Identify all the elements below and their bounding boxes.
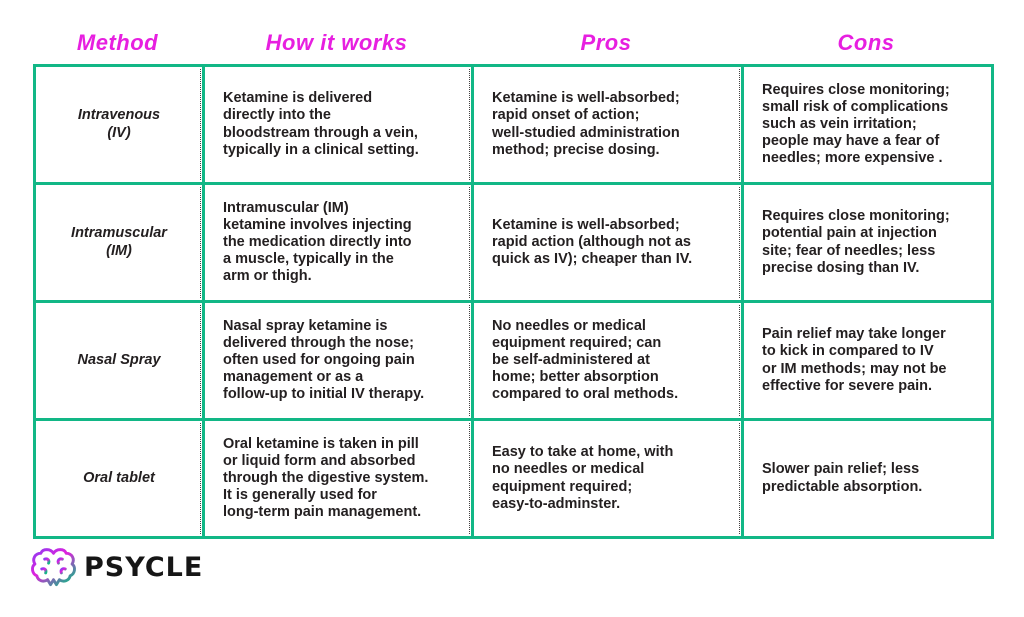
method-cell-im: Intramuscular (IM) xyxy=(33,182,205,303)
pros-cell-nasal: No needles or medical equipment required… xyxy=(471,300,744,421)
method-cell-oral: Oral tablet xyxy=(33,418,205,539)
table-row-nasal-spray: Nasal Spray Nasal spray ketamine is deli… xyxy=(33,300,994,421)
column-header-pros: Pros xyxy=(580,30,632,55)
how-cell-nasal: Nasal spray ketamine is delivered throug… xyxy=(202,300,474,421)
column-header-cons: Cons xyxy=(837,30,895,55)
table-row-iv: Intravenous (IV) Ketamine is delivered d… xyxy=(33,64,994,185)
pros-cell-iv: Ketamine is well-absorbed; rapid onset o… xyxy=(471,64,744,185)
column-header-method: Method xyxy=(76,30,159,55)
method-cell-iv: Intravenous (IV) xyxy=(33,64,205,185)
cons-cell-nasal: Pain relief may take longer to kick in c… xyxy=(741,300,994,421)
cons-cell-im: Requires close monitoring; potential pai… xyxy=(741,182,994,303)
how-cell-im: Intramuscular (IM) ketamine involves inj… xyxy=(202,182,474,303)
psycle-logo: PSYCLE xyxy=(30,545,203,589)
table-row-im: Intramuscular (IM) Intramuscular (IM) ke… xyxy=(33,182,994,303)
brain-icon xyxy=(30,545,77,589)
brand-name: PSYCLE xyxy=(84,551,204,583)
comparison-table: Intravenous (IV) Ketamine is delivered d… xyxy=(33,64,994,539)
cons-cell-iv: Requires close monitoring; small risk of… xyxy=(741,64,994,185)
method-cell-nasal: Nasal Spray xyxy=(33,300,205,421)
column-headers: Method How it works Pros Cons xyxy=(33,24,991,62)
column-header-how-it-works: How it works xyxy=(265,30,408,55)
how-cell-iv: Ketamine is delivered directly into the … xyxy=(202,64,474,185)
pros-cell-oral: Easy to take at home, with no needles or… xyxy=(471,418,744,539)
pros-cell-im: Ketamine is well-absorbed; rapid action … xyxy=(471,182,744,303)
how-cell-oral: Oral ketamine is taken in pill or liquid… xyxy=(202,418,474,539)
cons-cell-oral: Slower pain relief; less predictable abs… xyxy=(741,418,994,539)
table-row-oral-tablet: Oral tablet Oral ketamine is taken in pi… xyxy=(33,418,994,539)
